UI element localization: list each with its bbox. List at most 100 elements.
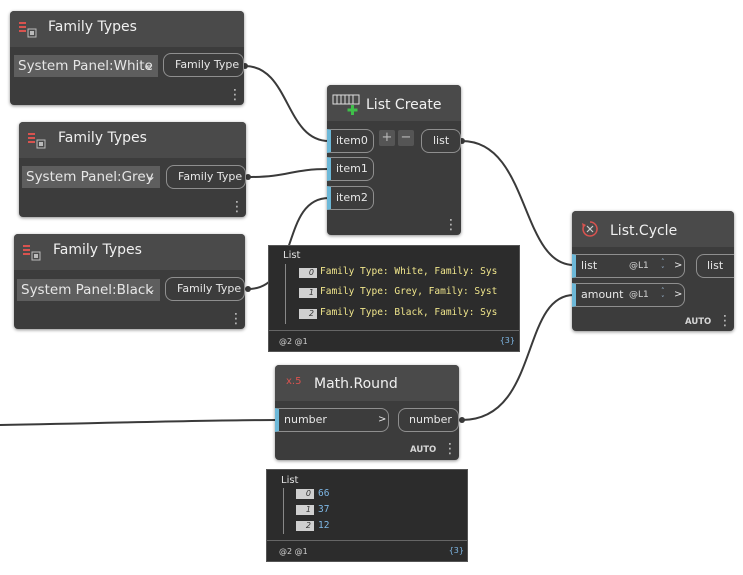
math-round-node[interactable]: x.5 Math.Round number > number AUTO ⋮ bbox=[275, 365, 459, 460]
node-header[interactable] bbox=[14, 234, 245, 270]
node-menu-icon[interactable]: ⋮ bbox=[229, 311, 243, 327]
list-item-value: Family Type: Grey, Family: Syst bbox=[320, 286, 498, 297]
chevron-up-icon[interactable]: ˄ bbox=[661, 258, 665, 266]
list-item-value: 12 bbox=[318, 520, 330, 531]
port-label: list bbox=[707, 259, 724, 272]
node-menu-icon[interactable]: ⋮ bbox=[443, 441, 457, 457]
output-port-family-type[interactable]: Family Type bbox=[165, 277, 245, 301]
wire-black-to-item2 bbox=[247, 197, 330, 290]
node-title: Family Types bbox=[58, 130, 147, 146]
list-create-preview: List 0 Family Type: White, Family: Sys 1… bbox=[268, 245, 520, 352]
preview-header: List bbox=[283, 250, 301, 261]
list-item-value: 66 bbox=[318, 488, 330, 499]
expand-arrow[interactable]: > bbox=[674, 260, 683, 271]
port-label: item1 bbox=[336, 162, 368, 175]
preview-count: {3} bbox=[448, 546, 464, 555]
chevron-down-icon: ⌄ bbox=[145, 282, 156, 296]
lacing-auto-label: AUTO bbox=[685, 317, 712, 327]
output-port-list[interactable]: list bbox=[696, 254, 734, 278]
dropdown-value: System Panel:Grey bbox=[26, 169, 154, 185]
list-index: 0 bbox=[299, 268, 317, 278]
port-label: list bbox=[433, 134, 450, 147]
list-index: 2 bbox=[299, 309, 317, 319]
math-round-icon: x.5 bbox=[286, 376, 302, 387]
lacing-auto-label: AUTO bbox=[410, 445, 437, 455]
wire-list-to-cycle bbox=[461, 140, 575, 266]
family-type-dropdown[interactable]: System Panel:Black ⌄ bbox=[17, 279, 160, 301]
list-cycle-node[interactable]: List.Cycle list @L1 ˄ ˅ > amount @L1 ˄ ˅… bbox=[572, 211, 734, 331]
expand-arrow[interactable]: > bbox=[378, 414, 387, 425]
family-types-icon bbox=[28, 133, 46, 149]
port-label: item2 bbox=[336, 191, 368, 204]
expand-arrow[interactable]: > bbox=[674, 289, 683, 300]
math-round-preview: List 0 66 1 37 2 12 @2 @1 {3} bbox=[266, 469, 468, 562]
wire-round-to-amount bbox=[461, 294, 575, 421]
lacing-badge[interactable]: @L1 bbox=[629, 290, 649, 300]
input-port-amount[interactable]: amount @L1 ˄ ˅ > bbox=[572, 283, 685, 307]
family-type-dropdown[interactable]: System Panel:White ⌄ bbox=[14, 55, 158, 77]
list-cycle-icon bbox=[582, 221, 598, 237]
tree-line bbox=[285, 264, 286, 324]
list-item-value: 37 bbox=[318, 504, 330, 515]
list-index: 2 bbox=[296, 521, 314, 531]
chevron-up-icon[interactable]: ˄ bbox=[661, 287, 665, 295]
port-label: list bbox=[581, 259, 598, 272]
port-label: item0 bbox=[336, 134, 368, 147]
input-port-item2[interactable]: item2 bbox=[327, 186, 374, 210]
node-title: List.Cycle bbox=[610, 223, 678, 239]
wire-grey-to-item1 bbox=[247, 168, 330, 178]
chevron-down-icon[interactable]: ˅ bbox=[661, 266, 665, 274]
preview-header: List bbox=[281, 475, 299, 486]
port-label: number bbox=[284, 413, 327, 426]
node-menu-icon[interactable]: ⋮ bbox=[228, 87, 242, 103]
node-header[interactable] bbox=[275, 365, 459, 401]
family-types-node-white[interactable]: Family Types System Panel:White ⌄ Family… bbox=[10, 11, 244, 105]
wire-input-to-round bbox=[0, 419, 278, 426]
preview-count: {3} bbox=[499, 336, 515, 345]
output-port-family-type[interactable]: Family Type bbox=[163, 53, 244, 77]
list-create-node[interactable]: List Create item0 item1 item2 + − list ⋮ bbox=[327, 85, 461, 235]
output-port-list[interactable]: list bbox=[421, 129, 461, 153]
tree-line bbox=[283, 488, 284, 534]
node-header[interactable] bbox=[19, 122, 246, 158]
family-types-node-grey[interactable]: Family Types System Panel:Grey ⌄ Family … bbox=[19, 122, 246, 217]
node-header[interactable] bbox=[572, 211, 734, 247]
output-port-label: Family Type bbox=[175, 58, 240, 71]
node-menu-icon[interactable]: ⋮ bbox=[444, 217, 458, 233]
node-header[interactable] bbox=[10, 11, 244, 47]
node-title: Family Types bbox=[48, 19, 137, 35]
list-item-value: Family Type: Black, Family: Sys bbox=[320, 307, 498, 318]
wire-white-to-item0 bbox=[244, 65, 330, 142]
node-title: Family Types bbox=[53, 242, 142, 258]
node-menu-icon[interactable]: ⋮ bbox=[718, 313, 732, 329]
node-title: Math.Round bbox=[314, 376, 398, 392]
add-input-button[interactable]: + bbox=[379, 130, 395, 146]
list-item-value: Family Type: White, Family: Sys bbox=[320, 266, 498, 277]
preview-levels: @2 @1 bbox=[279, 547, 308, 556]
remove-input-button[interactable]: − bbox=[398, 130, 414, 146]
list-index: 0 bbox=[296, 489, 314, 499]
list-index: 1 bbox=[299, 288, 317, 298]
family-type-dropdown[interactable]: System Panel:Grey ⌄ bbox=[22, 166, 160, 188]
family-types-node-black[interactable]: Family Types System Panel:Black ⌄ Family… bbox=[14, 234, 245, 329]
chevron-down-icon[interactable]: ˅ bbox=[661, 295, 665, 303]
family-types-icon bbox=[19, 22, 37, 38]
input-port-list[interactable]: list @L1 ˄ ˅ > bbox=[572, 254, 685, 278]
input-port-number[interactable]: number > bbox=[275, 408, 389, 432]
node-menu-icon[interactable]: ⋮ bbox=[230, 199, 244, 215]
output-port-number[interactable]: number bbox=[398, 408, 459, 432]
family-types-icon bbox=[23, 245, 41, 261]
input-port-item1[interactable]: item1 bbox=[327, 157, 374, 181]
output-port-label: Family Type bbox=[178, 170, 243, 183]
list-index: 1 bbox=[296, 505, 314, 515]
chevron-down-icon: ⌄ bbox=[145, 169, 156, 183]
port-label: amount bbox=[581, 288, 624, 301]
input-port-item0[interactable]: item0 bbox=[327, 129, 374, 153]
output-port-label: Family Type bbox=[177, 282, 242, 295]
list-create-icon bbox=[332, 94, 360, 115]
lacing-badge[interactable]: @L1 bbox=[629, 261, 649, 271]
output-port-family-type[interactable]: Family Type bbox=[166, 165, 246, 189]
dropdown-value: System Panel:White bbox=[18, 58, 153, 74]
port-label: number bbox=[409, 413, 452, 426]
